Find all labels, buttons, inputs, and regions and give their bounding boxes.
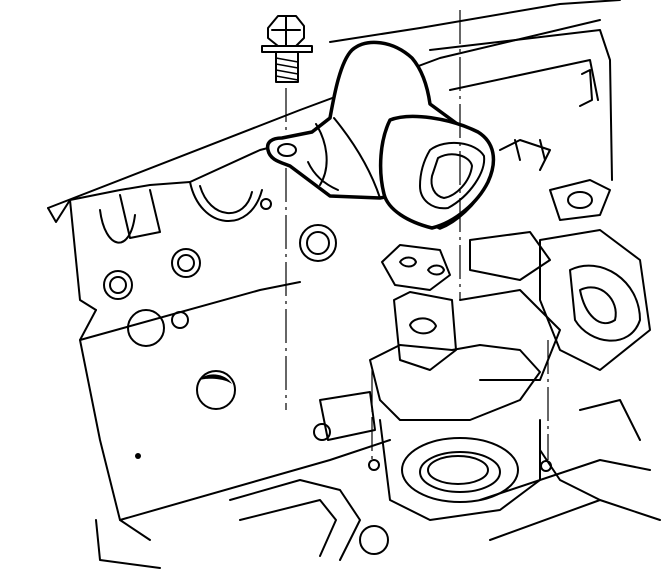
thermostat-mounting-pad bbox=[319, 244, 552, 521]
block-holes bbox=[103, 198, 389, 555]
water-outlet-housing bbox=[265, 40, 496, 230]
right-side-components bbox=[459, 139, 651, 381]
bolt bbox=[261, 15, 313, 83]
engine-block-outline bbox=[47, 0, 661, 569]
alignment-lines bbox=[285, 10, 549, 460]
cam-saddles bbox=[99, 181, 263, 244]
